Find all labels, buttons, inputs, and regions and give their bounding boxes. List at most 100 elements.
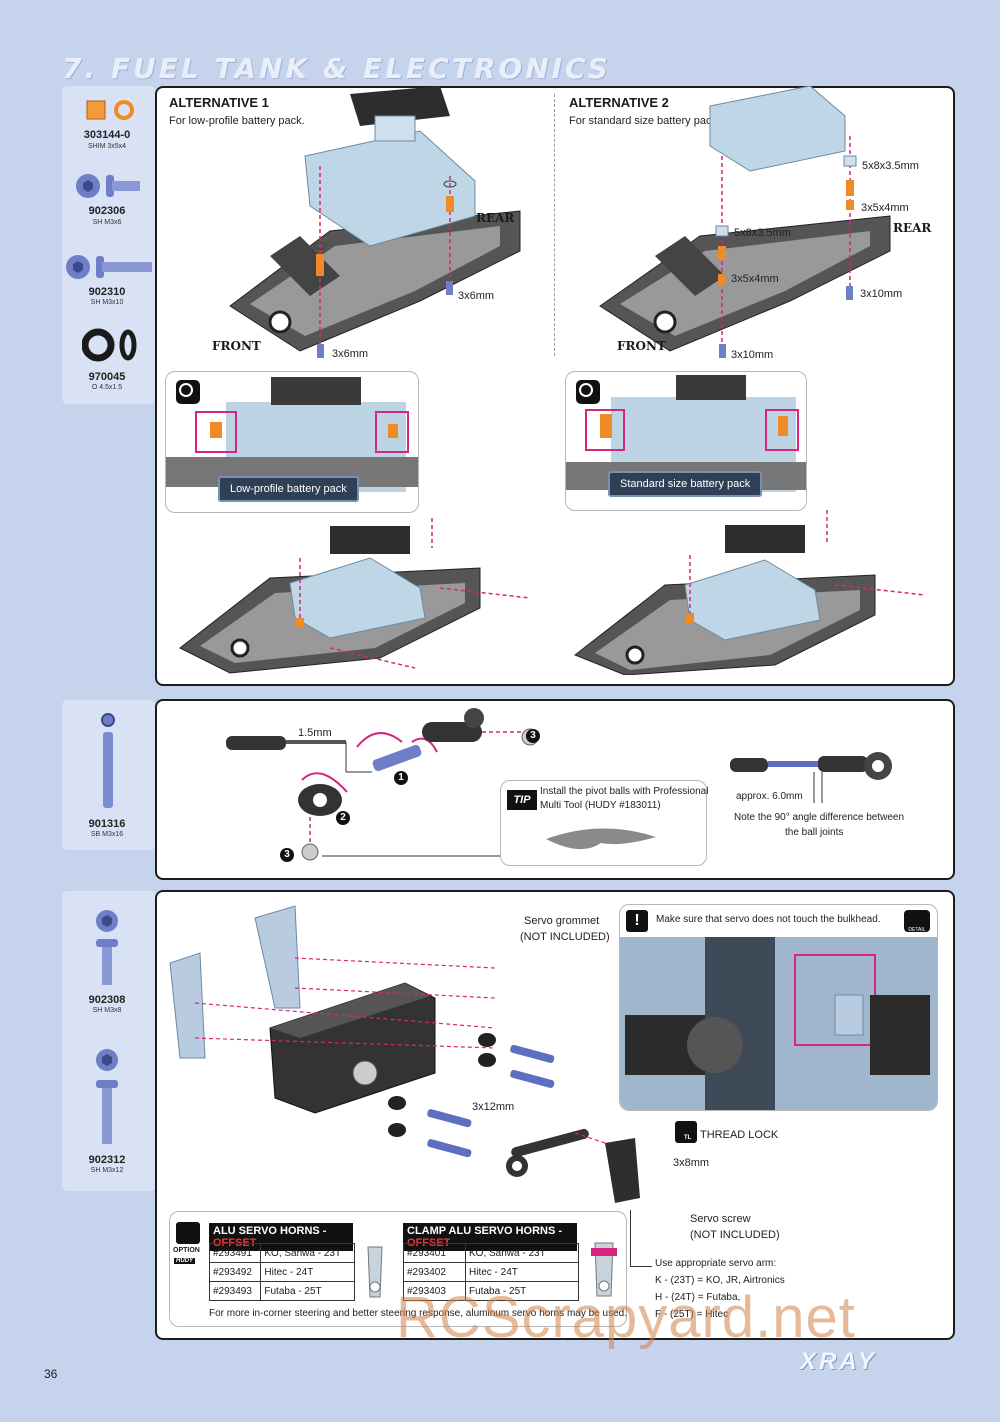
alt2-spacer-a: 3x5x4mm	[861, 202, 909, 214]
thumbs-up-icon	[176, 1222, 200, 1244]
alt1-exploded-illustration	[190, 86, 550, 366]
alt2-shim-b: 5x8x3.5mm	[734, 227, 791, 239]
alu-horn-icon	[367, 1246, 383, 1298]
part-code: 902310	[88, 286, 126, 298]
spacer-icon	[86, 100, 136, 122]
alt2-title: ALTERNATIVE 2	[569, 95, 669, 110]
servo-exploded-illustration	[165, 898, 685, 1218]
divider	[554, 94, 555, 356]
alt2-screw-rear: 3x10mm	[860, 288, 903, 300]
alt1-screw-rear: 3x6mm	[458, 290, 495, 302]
threadlock-label: THREAD LOCK	[700, 1129, 779, 1141]
leader-line	[630, 1266, 652, 1267]
servo-grommet-label: Servo grommet	[524, 915, 600, 927]
threadlock-icon	[675, 1121, 697, 1143]
approx-length-label: approx. 6.0mm	[736, 791, 803, 802]
warning-text: Make sure that servo does not touch the …	[656, 914, 881, 925]
servo-screw-note: (NOT INCLUDED)	[690, 1229, 780, 1241]
alt2-screw-front: 3x10mm	[731, 349, 774, 361]
alt1-screw-front: 3x6mm	[332, 348, 369, 360]
screw-icon	[92, 1048, 122, 1148]
horn-screw-label: 3x8mm	[673, 1157, 710, 1169]
part-code: 970045	[88, 371, 126, 383]
alt1-detail-box: Low-profile battery pack	[165, 371, 419, 513]
part-desc: SH M3x12	[90, 1167, 124, 1174]
section-title: 7. FUEL TANK & ELECTRONICS	[62, 52, 611, 85]
arm-note: F - (25T) = Hitec	[655, 1309, 729, 1320]
servo-screw-label: Servo screw	[690, 1213, 751, 1225]
note-text: the ball joints	[785, 827, 844, 838]
alt2-exploded-illustration	[580, 86, 940, 366]
step-3-badge: 3	[280, 848, 294, 862]
multi-tool-icon	[546, 828, 656, 850]
screw-icon	[64, 253, 156, 283]
step-1-badge: 1	[394, 771, 408, 785]
alt2-spacer-b: 3x5x4mm	[731, 273, 779, 285]
alt1-rear-label: REAR	[476, 211, 515, 225]
part-code: 902312	[88, 1154, 126, 1166]
option-box: OPTION HUDY ALU SERVO HORNS - OFFSET #29…	[169, 1211, 627, 1327]
part-code: 902308	[88, 994, 126, 1006]
alt1-title: ALTERNATIVE 1	[169, 95, 269, 110]
step-3-badge: 3	[526, 729, 540, 743]
linkage-illustration	[222, 702, 562, 872]
servo-detail-box: ! Make sure that servo does not touch th…	[619, 904, 938, 1111]
leader-line	[630, 1210, 631, 1266]
servo-screw-size-label: 3x12mm	[472, 1101, 515, 1113]
step-2-badge: 2	[336, 811, 350, 825]
hudy-badge: HUDY	[174, 1258, 196, 1264]
alt2-rear-label: REAR	[893, 221, 932, 235]
alt1-assembled-illustration	[170, 518, 550, 678]
arm-note: H - (24T) = Futaba,	[655, 1292, 741, 1303]
alt2-shim-a: 5x8x3.5mm	[862, 160, 919, 172]
arm-note: K - (23T) = KO, JR, Airtronics	[655, 1275, 785, 1286]
alt1-front-label: FRONT	[212, 339, 261, 353]
hex-size-label: 1.5mm	[298, 727, 332, 739]
option-badge: OPTION	[173, 1247, 200, 1254]
tip-badge: TIP	[507, 790, 537, 810]
clamp-horn-icon	[591, 1242, 617, 1297]
screw-icon	[92, 909, 122, 989]
servo-grommet-note: (NOT INCLUDED)	[520, 931, 610, 943]
part-desc: SH M3x8	[92, 1007, 122, 1014]
screw-icon	[74, 172, 146, 202]
detail-label: DETAIL	[908, 927, 926, 933]
alt2-detail-caption: Standard size battery pack	[608, 471, 763, 497]
tip-box: TIP Install the pivot balls with Profess…	[500, 780, 709, 866]
part-desc: SHIM 3x5x4	[87, 143, 127, 150]
part-desc: SH M3x10	[90, 299, 124, 306]
page-number: 36	[44, 1367, 58, 1381]
option-footer: For more in-corner steering and better s…	[209, 1308, 627, 1319]
alt2-detail-box: Standard size battery pack	[565, 371, 807, 511]
alt2-subtitle: For standard size battery pack.	[569, 115, 721, 127]
watermark: RCScrapyard.net	[396, 1285, 856, 1350]
arm-note: Use appropriate servo arm:	[655, 1258, 777, 1269]
o-ring-icon	[82, 327, 142, 363]
ball-stud-icon	[99, 712, 119, 812]
note-text: Note the 90° angle difference between	[734, 812, 905, 823]
threadlock-badge: TL	[684, 1135, 692, 1141]
part-code: 303144-0	[83, 129, 131, 141]
detail-icon	[904, 910, 930, 932]
ball-joint-illustration	[728, 748, 898, 808]
part-desc: O 4.5x1.5	[91, 384, 123, 391]
warning-icon: !	[626, 910, 648, 932]
part-code: 901316	[88, 818, 126, 830]
tip-text: Install the pivot balls with Professiona…	[540, 786, 709, 797]
alt1-subtitle: For low-profile battery pack.	[169, 115, 305, 127]
alt2-front-label: FRONT	[617, 339, 666, 353]
part-code: 902306	[88, 205, 126, 217]
alt1-detail-caption: Low-profile battery pack	[218, 476, 359, 502]
tip-text: Multi Tool (HUDY #183011)	[540, 800, 661, 811]
brand-logo: XRAY	[800, 1348, 877, 1375]
part-desc: SH M3x6	[92, 219, 122, 226]
alt2-assembled-illustration	[565, 505, 945, 675]
